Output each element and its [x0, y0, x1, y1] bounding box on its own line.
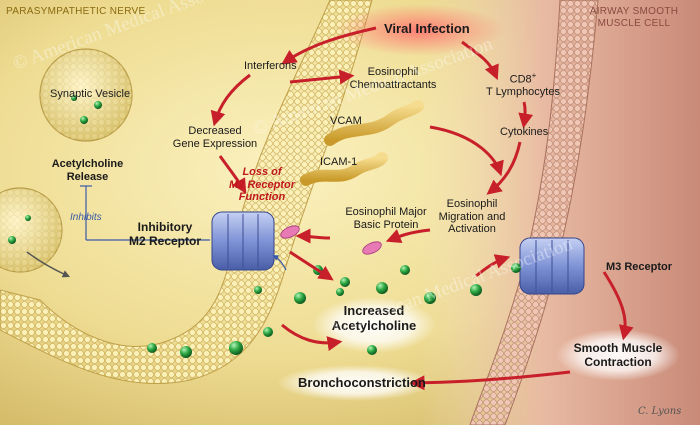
- viral-infection-label: Viral Infection: [384, 21, 470, 36]
- icam-molecule: [300, 152, 388, 186]
- m2-receptor: [211, 211, 275, 271]
- acetylcholine-molecule: [8, 236, 16, 244]
- nerve-title: PARASYMPATHETIC NERVE: [6, 6, 146, 17]
- arrow-interferons-chemo: [289, 69, 355, 85]
- acetylcholine-molecules: [8, 95, 521, 358]
- bronchoconstriction-label: Bronchoconstriction: [298, 375, 426, 390]
- muscle-title-line2: MUSCLE CELL: [597, 17, 671, 29]
- vcam-label: VCAM: [330, 115, 362, 127]
- eosinophil-chemoattractants-label: Eosinophil Chemoattractants: [338, 66, 448, 91]
- acetylcholine-release-label: Acetylcholine Release: [40, 158, 135, 183]
- inc-ach-line1: Increased: [343, 303, 405, 318]
- arrow-vcam-eosinophil: [429, 125, 504, 177]
- inhibitory-line1: Inhibitory: [137, 220, 193, 234]
- acetylcholine-molecule: [147, 343, 157, 353]
- acetylcholine-molecule: [80, 116, 88, 124]
- muscle-title: AIRWAY SMOOTH MUSCLE CELL: [574, 6, 694, 29]
- cd8-t-lymphocytes-label: CD8+ T Lymphocytes: [468, 71, 578, 99]
- loss-line2: M2 Receptor: [228, 178, 296, 191]
- smc-line1: Smooth Muscle: [573, 341, 663, 355]
- arrow-interferons-decreased: [210, 73, 251, 127]
- cytokines-label: Cytokines: [500, 126, 549, 138]
- interferons-label: Interferons: [244, 60, 297, 72]
- emb-line2: Basic Protein: [353, 218, 419, 231]
- muscle-title-line1: AIRWAY SMOOTH: [589, 6, 679, 17]
- arrow-viral-cd8: [461, 40, 499, 81]
- loss-of-m2-function-label: Loss of M2 Receptor Function: [222, 166, 302, 204]
- eos-chemo-line2: Chemoattractants: [349, 78, 437, 91]
- eos-chemo-line1: Eosinophil: [367, 66, 419, 78]
- smc-line2: Contraction: [584, 354, 652, 369]
- inc-ach-line2: Acetylcholine: [331, 317, 417, 333]
- acetylcholine-molecule: [367, 345, 377, 355]
- eosinophil-major-basic-protein: [280, 225, 382, 255]
- acetylcholine-molecule: [263, 327, 273, 337]
- eos-mig-line2: Migration and: [438, 210, 506, 223]
- acetylcholine-molecule: [254, 286, 262, 294]
- arrow-smc-broncho: [409, 370, 571, 391]
- arrow-decreased-loss: [218, 155, 247, 194]
- emb-line1: Eosinophil Major: [345, 206, 427, 218]
- arrow-m3-smc: [602, 271, 634, 341]
- acetylcholine-molecule: [400, 265, 410, 275]
- ach-release-line1: Acetylcholine: [51, 158, 124, 170]
- arrow-mbp-m2: [295, 228, 331, 244]
- arrow-viral-interferons: [281, 26, 377, 65]
- loss-line1: Loss of: [242, 166, 282, 178]
- cd8-text: CD8: [509, 73, 532, 86]
- cd8-line2: T Lymphocytes: [486, 86, 560, 99]
- arrow-ach-m3: [475, 254, 511, 278]
- artist-signature: C. Lyons: [638, 406, 682, 417]
- acetylcholine-molecule: [229, 341, 243, 355]
- arrow-vesicle-fusion: [26, 251, 71, 278]
- decreased-line1: Decreased: [188, 125, 242, 137]
- arrow-ach-curve: [281, 323, 343, 351]
- arrow-m2-ach: [289, 250, 334, 281]
- m3-receptor: [519, 237, 585, 295]
- ach-glow: [312, 297, 436, 353]
- eos-mig-line3: Activation: [448, 223, 496, 236]
- acetylcholine-molecule: [511, 263, 521, 273]
- synaptic-vesicle-label: Synaptic Vesicle: [50, 88, 131, 100]
- acetylcholine-molecule: [424, 292, 436, 304]
- pathway-arrows: [210, 26, 634, 391]
- vcam-molecule: [324, 100, 424, 146]
- inhibits-connector: [80, 185, 287, 271]
- m3-receptor-label: M3 Receptor: [606, 261, 673, 273]
- broncho-glow: [277, 365, 433, 401]
- cd8-line1: CD8+: [468, 71, 578, 86]
- arrow-eos-mbp: [385, 228, 431, 244]
- ach-release-line2: Release: [66, 170, 109, 183]
- acetylcholine-molecule: [180, 346, 192, 358]
- muscle-membrane: [469, 0, 599, 425]
- decreased-line2: Gene Expression: [172, 137, 258, 150]
- arrow-cytokines-eosinophil: [486, 141, 522, 195]
- decreased-gene-expression-label: Decreased Gene Expression: [160, 125, 270, 150]
- eosinophil-major-basic-protein-label: Eosinophil Major Basic Protein: [336, 206, 436, 231]
- acetylcholine-molecule: [71, 95, 77, 101]
- eosinophil-migration-label: Eosinophil Migration and Activation: [432, 198, 512, 236]
- acetylcholine-molecule: [470, 284, 482, 296]
- acetylcholine-molecule: [94, 101, 102, 109]
- inhibitory-line2: M2 Receptor: [128, 233, 202, 248]
- acetylcholine-molecule: [336, 288, 344, 296]
- loss-line3: Function: [238, 191, 286, 204]
- acetylcholine-molecule: [376, 282, 388, 294]
- eos-mig-line1: Eosinophil: [446, 198, 498, 210]
- increased-acetylcholine-label: Increased Acetylcholine: [320, 303, 428, 334]
- icam-label: ICAM-1: [320, 156, 358, 168]
- cd8-superscript: +: [531, 71, 537, 80]
- inhibits-label: Inhibits: [70, 212, 102, 223]
- acetylcholine-molecule: [294, 292, 306, 304]
- smooth-muscle-contraction-label: Smooth Muscle Contraction: [566, 341, 670, 370]
- inhibitory-m2-receptor-label: Inhibitory M2 Receptor: [120, 220, 210, 249]
- acetylcholine-molecule: [340, 277, 350, 287]
- smc-glow: [556, 329, 680, 381]
- acetylcholine-molecule: [25, 215, 31, 221]
- arrow-cd8-cytokines: [518, 101, 534, 129]
